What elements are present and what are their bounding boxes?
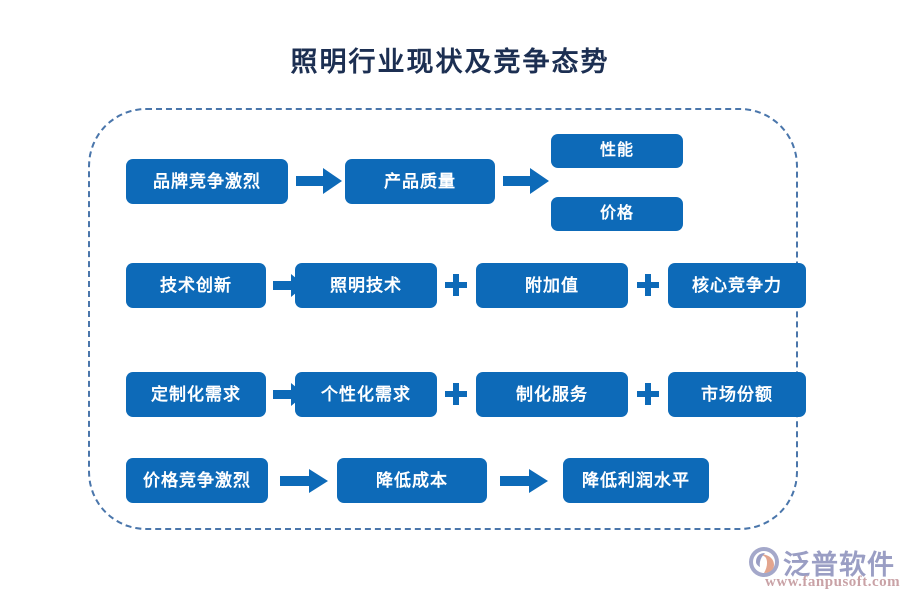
node-product-quality[interactable]: 产品质量	[345, 159, 495, 204]
node-price-competition[interactable]: 价格竞争激烈	[126, 458, 268, 503]
node-tech-innovation[interactable]: 技术创新	[126, 263, 266, 308]
watermark-logo: 泛普软件 www.fanpusoft.com	[745, 543, 900, 593]
arrow-price-to-cost-reduction	[280, 469, 328, 493]
watermark-url: www.fanpusoft.com	[765, 574, 900, 590]
watermark-brand: 泛普软件	[783, 550, 895, 580]
plus-connector-demand-2	[637, 383, 659, 405]
node-brand-competition[interactable]: 品牌竞争激烈	[126, 159, 288, 204]
node-market-share[interactable]: 市场份额	[668, 372, 806, 417]
arrow-brand-to-quality	[296, 168, 342, 194]
node-customized-demand[interactable]: 定制化需求	[126, 372, 266, 417]
fanpu-swirl-icon	[747, 545, 781, 579]
node-performance[interactable]: 性能	[551, 134, 683, 168]
arrow-quality-to-attributes	[503, 168, 549, 194]
node-reduce-cost[interactable]: 降低成本	[337, 458, 487, 503]
plus-connector-demand-1	[445, 383, 467, 405]
node-custom-service[interactable]: 制化服务	[476, 372, 628, 417]
node-added-value[interactable]: 附加值	[476, 263, 628, 308]
node-core-competitiveness[interactable]: 核心竞争力	[668, 263, 806, 308]
node-lighting-technology[interactable]: 照明技术	[295, 263, 437, 308]
plus-connector-tech-1	[445, 274, 467, 296]
node-price-attribute[interactable]: 价格	[551, 197, 683, 231]
node-personalized-demand[interactable]: 个性化需求	[295, 372, 437, 417]
dashed-container	[88, 108, 798, 530]
page-title: 照明行业现状及竞争态势	[290, 47, 610, 77]
node-reduce-profit-level[interactable]: 降低利润水平	[563, 458, 709, 503]
arrow-cost-to-profit-reduction	[500, 469, 548, 493]
plus-connector-tech-2	[637, 274, 659, 296]
